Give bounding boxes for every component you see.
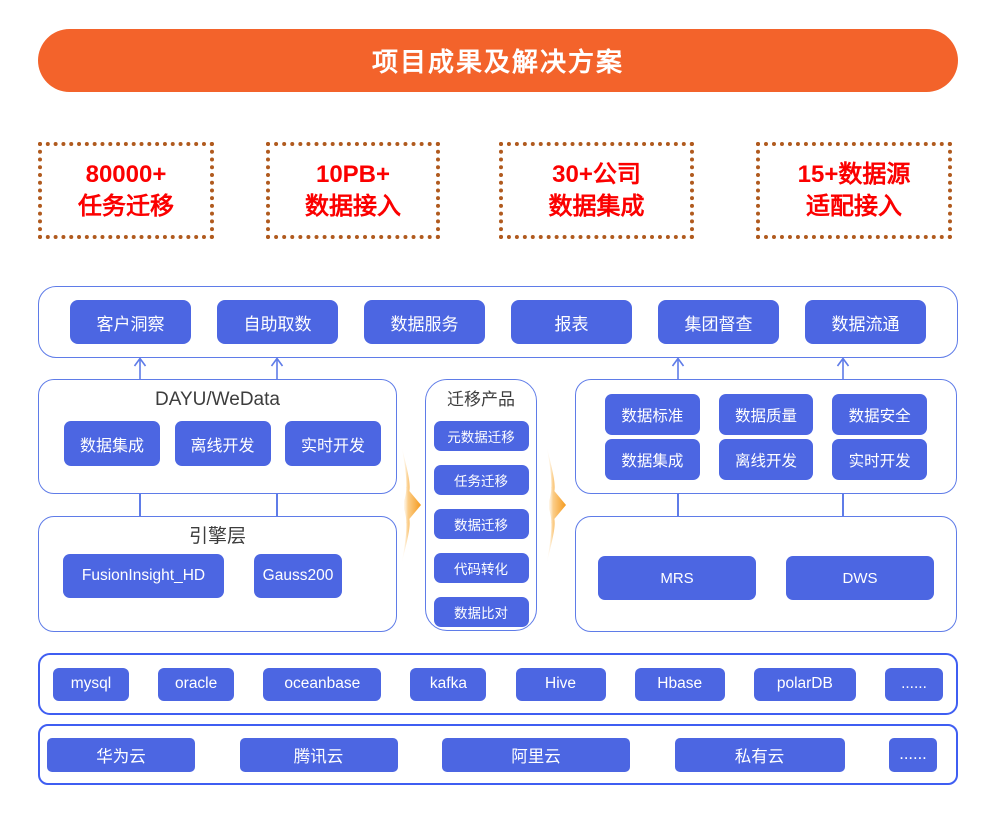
up-arrow-icon (671, 357, 685, 379)
cloud-engine-panel: MRS DWS (575, 516, 957, 632)
cloud-provider-chip: ...... (889, 737, 937, 772)
cloud-provider-chip: 私有云 (674, 737, 845, 772)
cloud-provider-chip: 阿里云 (442, 737, 630, 772)
cloud-provider-chip: 腾讯云 (239, 737, 398, 772)
stat-value: 10PB+ (315, 160, 391, 188)
app-chip: 集团督查 (658, 300, 779, 344)
app-chip: 数据服务 (364, 300, 485, 344)
governance-chip-list: 数据标准数据质量数据安全数据集成离线开发实时开发 (576, 380, 956, 480)
stat-box-data-ingest: 10PB+ 数据接入 (266, 142, 440, 239)
connector-line (842, 494, 844, 517)
datasource-chip: oracle (158, 667, 235, 701)
stat-box-task-migration: 80000+ 任务迁移 (38, 142, 214, 239)
flow-arrow-right-icon (401, 444, 421, 566)
datasource-chip: mysql (53, 667, 129, 701)
app-chip: 数据流通 (805, 300, 926, 344)
title-banner: 项目成果及解决方案 (38, 29, 958, 92)
migration-chip: 数据迁移 (433, 509, 529, 539)
stat-box-datasource-adapters: 15+数据源 适配接入 (756, 142, 952, 239)
cloud-engine-chip: DWS (786, 556, 934, 600)
datasource-chip: Hbase (634, 667, 725, 701)
governance-chip: 数据标准 (605, 394, 700, 435)
migration-chip-list: 元数据迁移任务迁移数据迁移代码转化数据比对 (426, 421, 536, 627)
stat-label: 数据接入 (305, 192, 401, 220)
governance-chip: 数据集成 (605, 439, 700, 480)
engine-chip-list: FusionInsight_HD Gauss200 (39, 554, 396, 598)
app-chip: 自助取数 (217, 300, 338, 344)
dayu-panel-title: DAYU/WeData (155, 389, 280, 410)
engine-panel-title: 引擎层 (188, 526, 246, 547)
migration-panel-title: 迁移产品 (447, 390, 515, 409)
datasource-panel: mysql oracle oceanbase kafka Hive Hbase polarD… (38, 653, 958, 715)
application-layer-panel: 客户洞察自助取数数据服务报表集团督查数据流通 (38, 286, 958, 358)
migration-chip: 元数据迁移 (433, 421, 529, 451)
up-arrow-icon (836, 357, 850, 379)
stat-box-company-integration: 30+公司 数据集成 (499, 142, 694, 239)
dayu-chip: 实时开发 (285, 421, 381, 466)
stat-value: 15+数据源 (797, 160, 911, 188)
governance-chip: 实时开发 (832, 439, 927, 480)
dayu-chip: 离线开发 (174, 421, 271, 466)
stat-value: 80000+ (85, 160, 167, 188)
app-chip: 客户洞察 (70, 300, 191, 344)
stat-label: 任务迁移 (78, 192, 174, 220)
governance-chip: 数据质量 (718, 394, 814, 435)
migration-chip: 任务迁移 (433, 465, 529, 495)
connector-line (139, 494, 141, 517)
dayu-chip: 数据集成 (64, 421, 160, 466)
datasource-chip: polarDB (753, 667, 856, 701)
stat-label: 适配接入 (806, 192, 902, 220)
app-chip: 报表 (511, 300, 632, 344)
dayu-chip-list: 数据集成离线开发实时开发 (39, 421, 396, 466)
flow-arrow-right-icon (546, 444, 566, 566)
stat-label: 数据集成 (548, 192, 645, 220)
datasource-chip-list: mysql oracle oceanbase kafka Hive Hbase polarD… (40, 655, 956, 713)
stat-value: 30+公司 (552, 160, 641, 188)
connector-line (276, 494, 278, 517)
cloud-provider-chip-list: 华为云 腾讯云 阿里云 私有云...... (40, 726, 956, 783)
migration-chip: 数据比对 (433, 597, 529, 627)
cloud-provider-chip: 华为云 (47, 737, 195, 772)
governance-chip: 数据安全 (832, 394, 927, 435)
page-title: 项目成果及解决方案 (371, 47, 624, 77)
cloud-engine-chip: MRS (598, 556, 756, 600)
up-arrow-icon (270, 357, 284, 379)
datasource-chip: Hive (515, 667, 606, 701)
cloud-provider-panel: 华为云 腾讯云 阿里云 私有云...... (38, 724, 958, 785)
governance-panel: 数据标准数据质量数据安全数据集成离线开发实时开发 (575, 379, 957, 494)
application-chip-list: 客户洞察自助取数数据服务报表集团督查数据流通 (39, 287, 957, 357)
datasource-chip: ...... (884, 667, 943, 701)
dayu-wedata-panel: DAYU/WeData 数据集成离线开发实时开发 (38, 379, 397, 494)
datasource-chip: kafka (410, 667, 487, 701)
migration-chip: 代码转化 (433, 553, 529, 583)
governance-chip: 离线开发 (718, 439, 814, 480)
engine-layer-panel: 引擎层 FusionInsight_HD Gauss200 (38, 516, 397, 632)
cloud-engine-chip-list: MRS DWS (576, 556, 956, 600)
engine-chip: FusionInsight_HD (63, 554, 224, 598)
engine-chip: Gauss200 (254, 554, 342, 598)
migration-product-panel: 迁移产品 元数据迁移任务迁移数据迁移代码转化数据比对 (425, 379, 537, 631)
datasource-chip: oceanbase (263, 667, 382, 701)
connector-line (677, 494, 679, 517)
up-arrow-icon (133, 357, 147, 379)
